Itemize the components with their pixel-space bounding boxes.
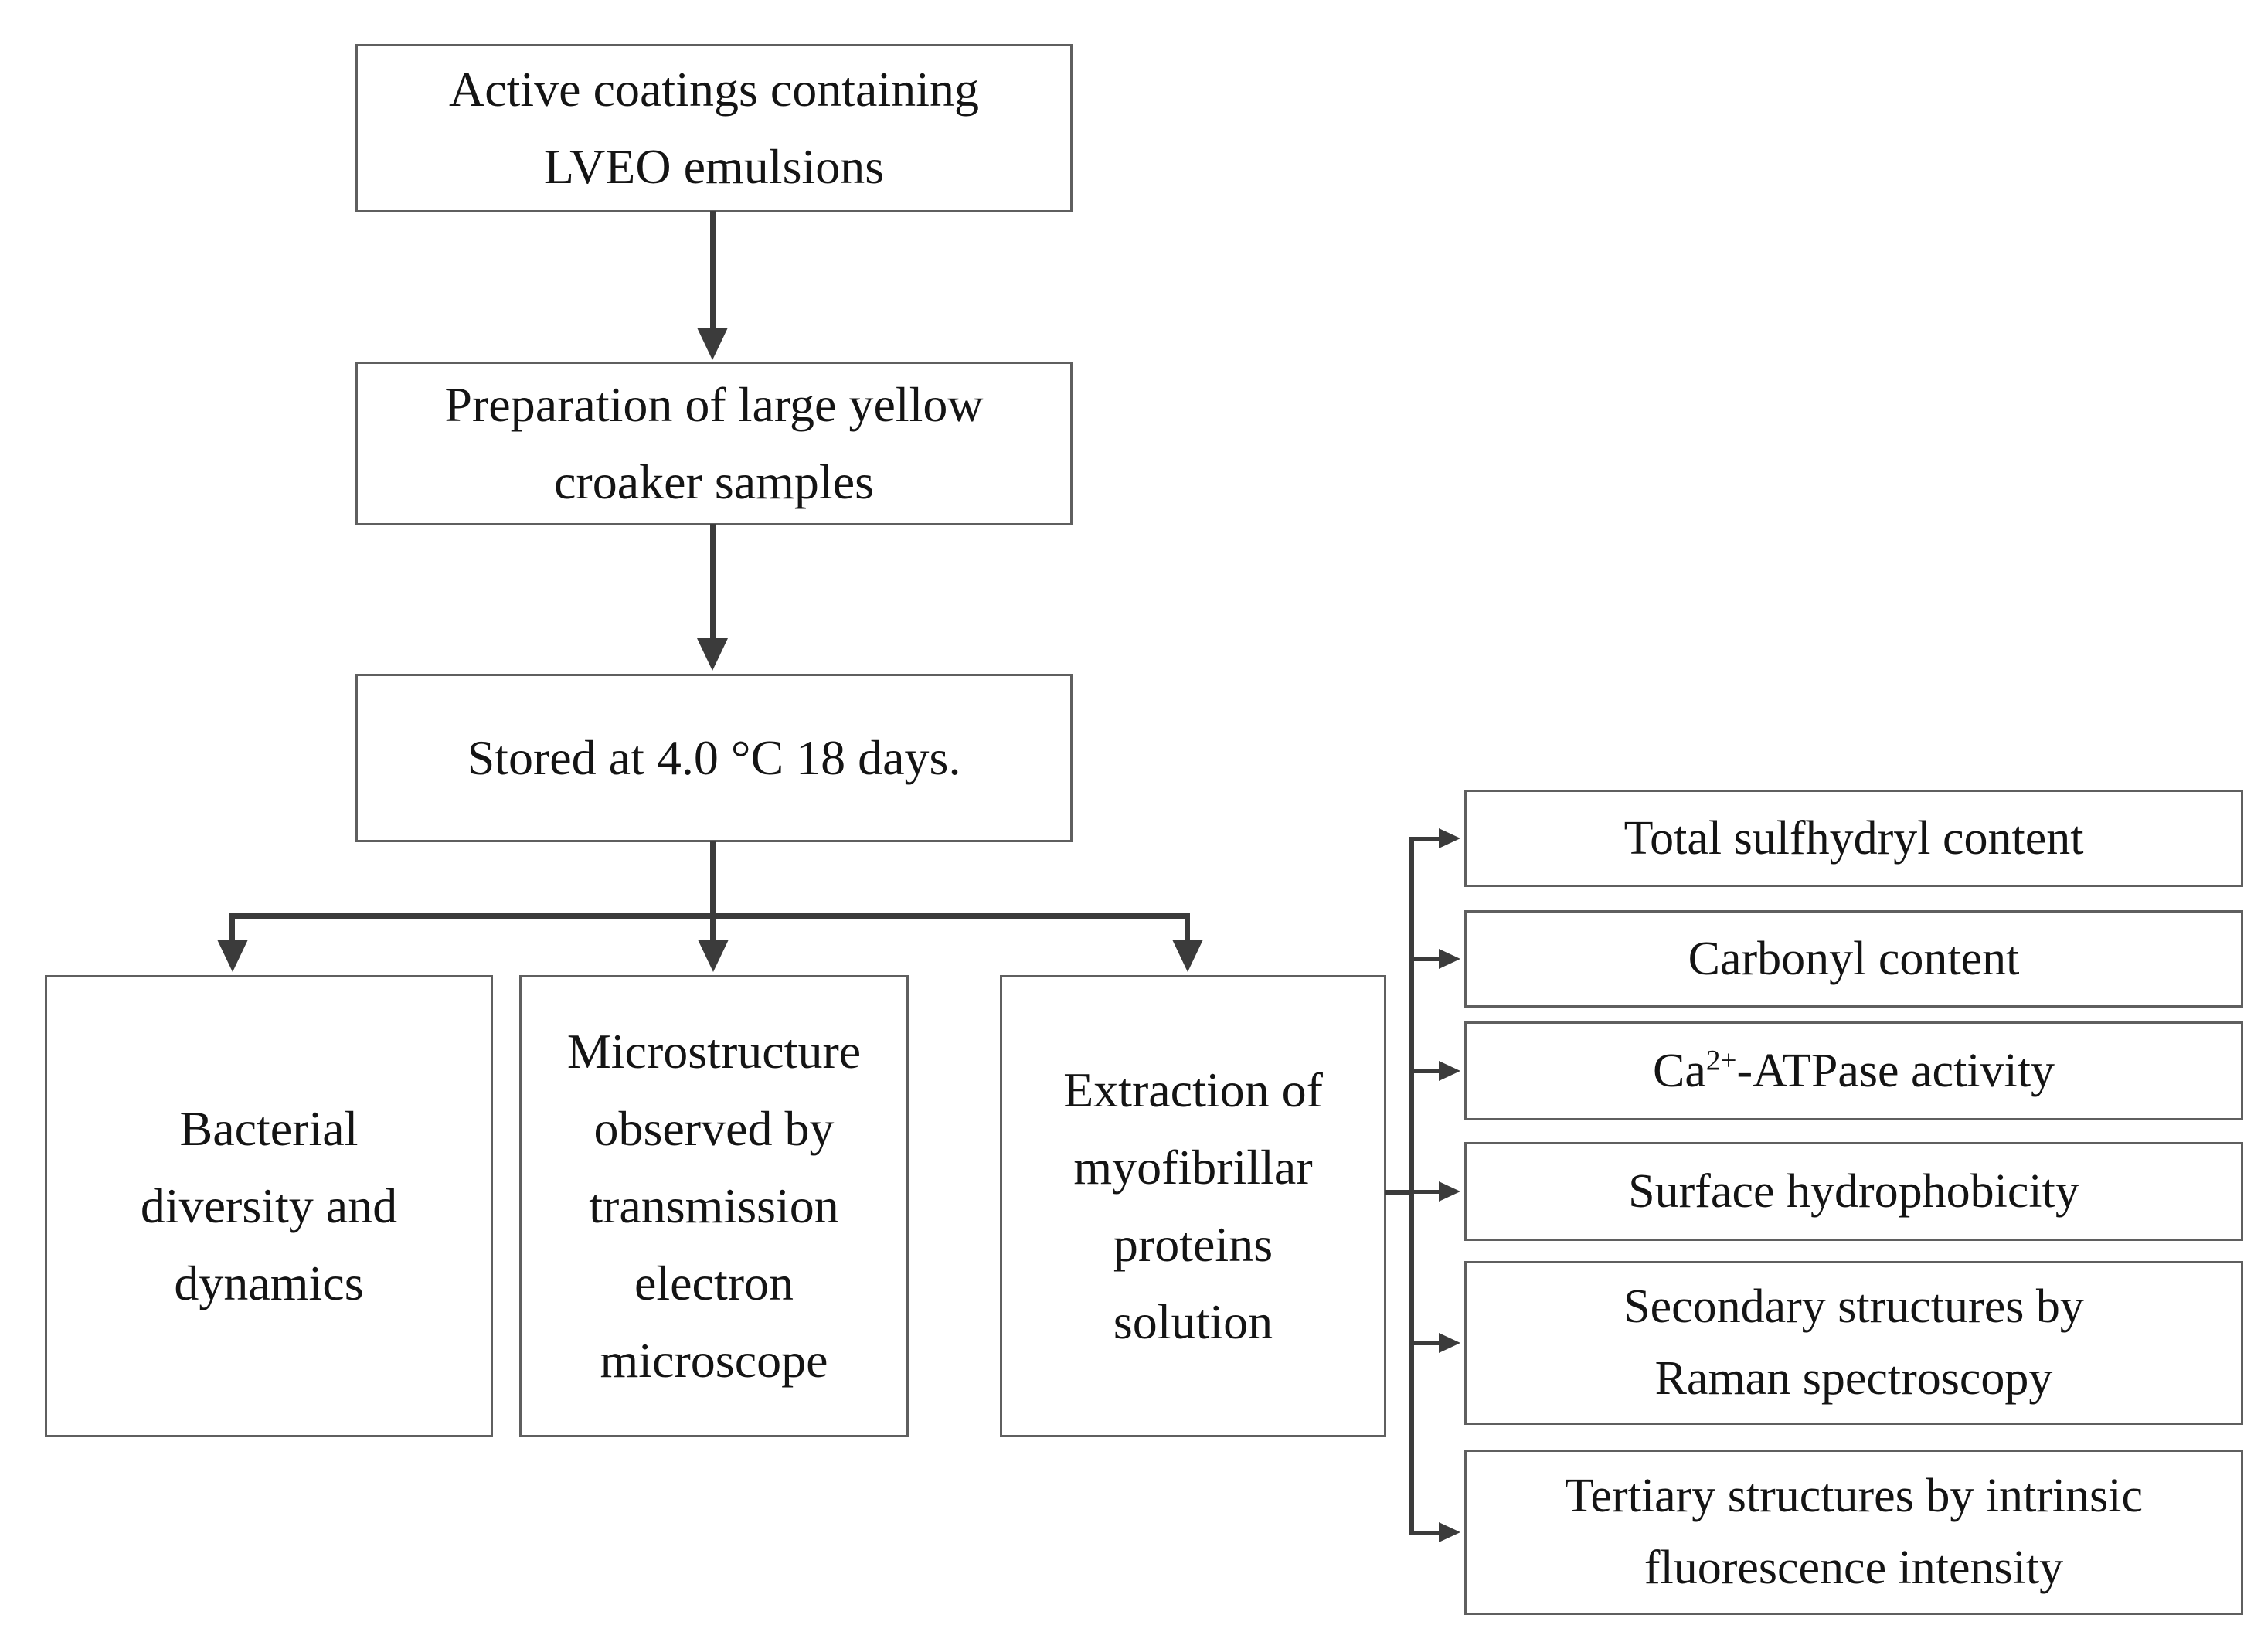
- branch-crossbar: [230, 913, 1190, 919]
- box-storage-label: Stored at 4.0 °C 18 days.: [467, 730, 961, 786]
- box-extraction: Extraction of myofibrillar proteins solu…: [1000, 975, 1386, 1437]
- box-microstructure: Microstructure observed by transmission …: [519, 975, 909, 1437]
- box-carbonyl: Carbonyl content: [1464, 910, 2243, 1008]
- box-total-sulfhydryl: Total sulfhydryl content: [1464, 790, 2243, 887]
- box-extraction-label: Extraction of myofibrillar proteins solu…: [1063, 1062, 1323, 1349]
- ca-atpase-superscript: 2+: [1705, 1044, 1737, 1076]
- extraction-to-spine-line: [1385, 1190, 1413, 1195]
- ca-atpase-suffix: -ATPase activity: [1736, 1044, 2055, 1097]
- box-surface-hydrophobicity-label: Surface hydrophobicity: [1628, 1164, 2079, 1218]
- box-preparation: Preparation of large yellow croaker samp…: [355, 362, 1073, 525]
- box-ca-atpase: Ca2+-ATPase activity: [1464, 1021, 2243, 1120]
- arrow-down-head-icon: [1172, 940, 1203, 972]
- arrow-down-head-icon: [698, 940, 729, 972]
- branch-stem: [710, 841, 716, 918]
- arrow-down-head-icon: [217, 940, 248, 972]
- arrow-right-head-icon: [1439, 1181, 1460, 1202]
- arrow-right-head-icon: [1439, 1061, 1460, 1081]
- spine-branch-1: [1409, 837, 1442, 841]
- box-tertiary-structures: Tertiary structures by intrinsic fluores…: [1464, 1450, 2243, 1615]
- box-microstructure-label: Microstructure observed by transmission …: [566, 1024, 862, 1388]
- box-secondary-structures: Secondary structures by Raman spectrosco…: [1464, 1261, 2243, 1425]
- arrow-shaft: [710, 524, 716, 640]
- spine-branch-4: [1409, 1190, 1442, 1194]
- spine-branch-2: [1409, 957, 1442, 961]
- box-active-coatings: Active coatings containing LVEO emulsion…: [355, 44, 1073, 212]
- arrow-right-head-icon: [1439, 828, 1460, 848]
- box-bacterial-diversity: Bacterial diversity and dynamics: [45, 975, 493, 1437]
- spine-branch-6: [1409, 1531, 1442, 1535]
- box-tertiary-structures-label: Tertiary structures by intrinsic fluores…: [1564, 1470, 2144, 1594]
- spine-branch-3: [1409, 1069, 1442, 1073]
- box-preparation-label: Preparation of large yellow croaker samp…: [444, 377, 984, 509]
- box-surface-hydrophobicity: Surface hydrophobicity: [1464, 1142, 2243, 1241]
- box-ca-atpase-label: Ca2+-ATPase activity: [1653, 1035, 2055, 1107]
- arrow-down-head-icon: [697, 328, 728, 360]
- spine-branch-5: [1409, 1341, 1442, 1345]
- box-carbonyl-label: Carbonyl content: [1688, 932, 2020, 985]
- box-total-sulfhydryl-label: Total sulfhydryl content: [1624, 811, 2084, 865]
- box-active-coatings-label: Active coatings containing LVEO emulsion…: [448, 62, 980, 194]
- arrow-right-head-icon: [1439, 949, 1460, 969]
- spine-line: [1409, 837, 1414, 1534]
- arrow-right-head-icon: [1439, 1333, 1460, 1353]
- ca-atpase-prefix: Ca: [1653, 1044, 1706, 1097]
- box-storage: Stored at 4.0 °C 18 days.: [355, 674, 1073, 842]
- arrow-right-head-icon: [1439, 1522, 1460, 1542]
- arrow-down-head-icon: [697, 638, 728, 671]
- arrow-shaft: [710, 211, 716, 330]
- branch-drop-center: [710, 913, 716, 941]
- box-secondary-structures-label: Secondary structures by Raman spectrosco…: [1624, 1280, 2084, 1405]
- branch-drop-right: [1185, 913, 1190, 941]
- box-bacterial-diversity-label: Bacterial diversity and dynamics: [140, 1101, 398, 1310]
- branch-drop-left: [230, 913, 235, 941]
